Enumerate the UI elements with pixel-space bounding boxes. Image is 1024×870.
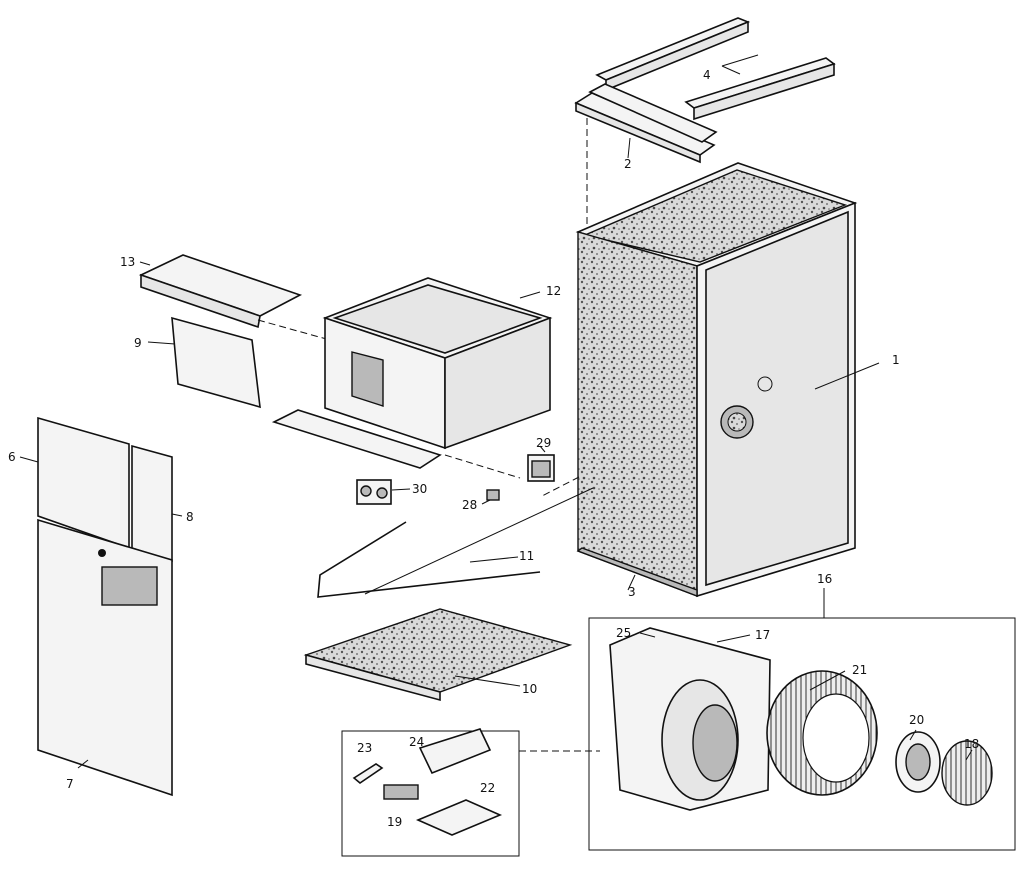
- part-labels: 1 2 3 4 6 7 8 9 10 11 12 13 16 17 18 19 …: [8, 68, 979, 829]
- fitting-icon: [486, 489, 500, 501]
- label-24: 24: [409, 735, 424, 749]
- label-25: 25: [616, 626, 631, 640]
- label-17: 17: [755, 628, 770, 642]
- transformer-icon: [527, 454, 555, 482]
- label-23: 23: [357, 741, 372, 755]
- label-9: 9: [134, 336, 142, 350]
- cabinet-icon: [575, 162, 858, 598]
- label-30: 30: [412, 482, 427, 496]
- label-11: 11: [519, 549, 534, 563]
- label-13: 13: [120, 255, 135, 269]
- label-7: 7: [66, 777, 74, 791]
- label-12: 12: [546, 284, 561, 298]
- rod-icon: [317, 521, 541, 598]
- label-1: 1: [892, 353, 900, 367]
- label-19: 19: [387, 815, 402, 829]
- front-panels-icon: [37, 416, 173, 797]
- label-2: 2: [624, 157, 632, 171]
- label-18: 18: [964, 737, 979, 751]
- label-4: 4: [703, 68, 711, 82]
- front-rail-icon: [574, 83, 718, 164]
- top-plate-icon: [138, 254, 303, 329]
- blower-wheel-icon: [766, 670, 878, 796]
- label-29: 29: [536, 436, 551, 450]
- blower-housing-icon: [609, 627, 771, 811]
- control-box-group: [341, 728, 520, 857]
- label-20: 20: [909, 713, 924, 727]
- side-panel-icon: [171, 316, 261, 409]
- leader-lines: [19, 54, 973, 769]
- label-8: 8: [186, 510, 194, 524]
- motor-icon: [941, 740, 993, 806]
- label-16: 16: [817, 572, 832, 586]
- label-21: 21: [852, 663, 867, 677]
- label-10: 10: [522, 682, 537, 696]
- heat-exchanger-icon: [271, 277, 553, 469]
- top-rails-icon: [595, 17, 836, 121]
- label-28: 28: [462, 498, 477, 512]
- blower-group-box: [588, 617, 1016, 851]
- label-22: 22: [480, 781, 495, 795]
- label-6: 6: [8, 450, 16, 464]
- gas-valve-icon: [356, 479, 392, 505]
- label-3: 3: [628, 585, 636, 599]
- filter-icon: [303, 608, 573, 702]
- motor-mount-icon: [895, 731, 941, 793]
